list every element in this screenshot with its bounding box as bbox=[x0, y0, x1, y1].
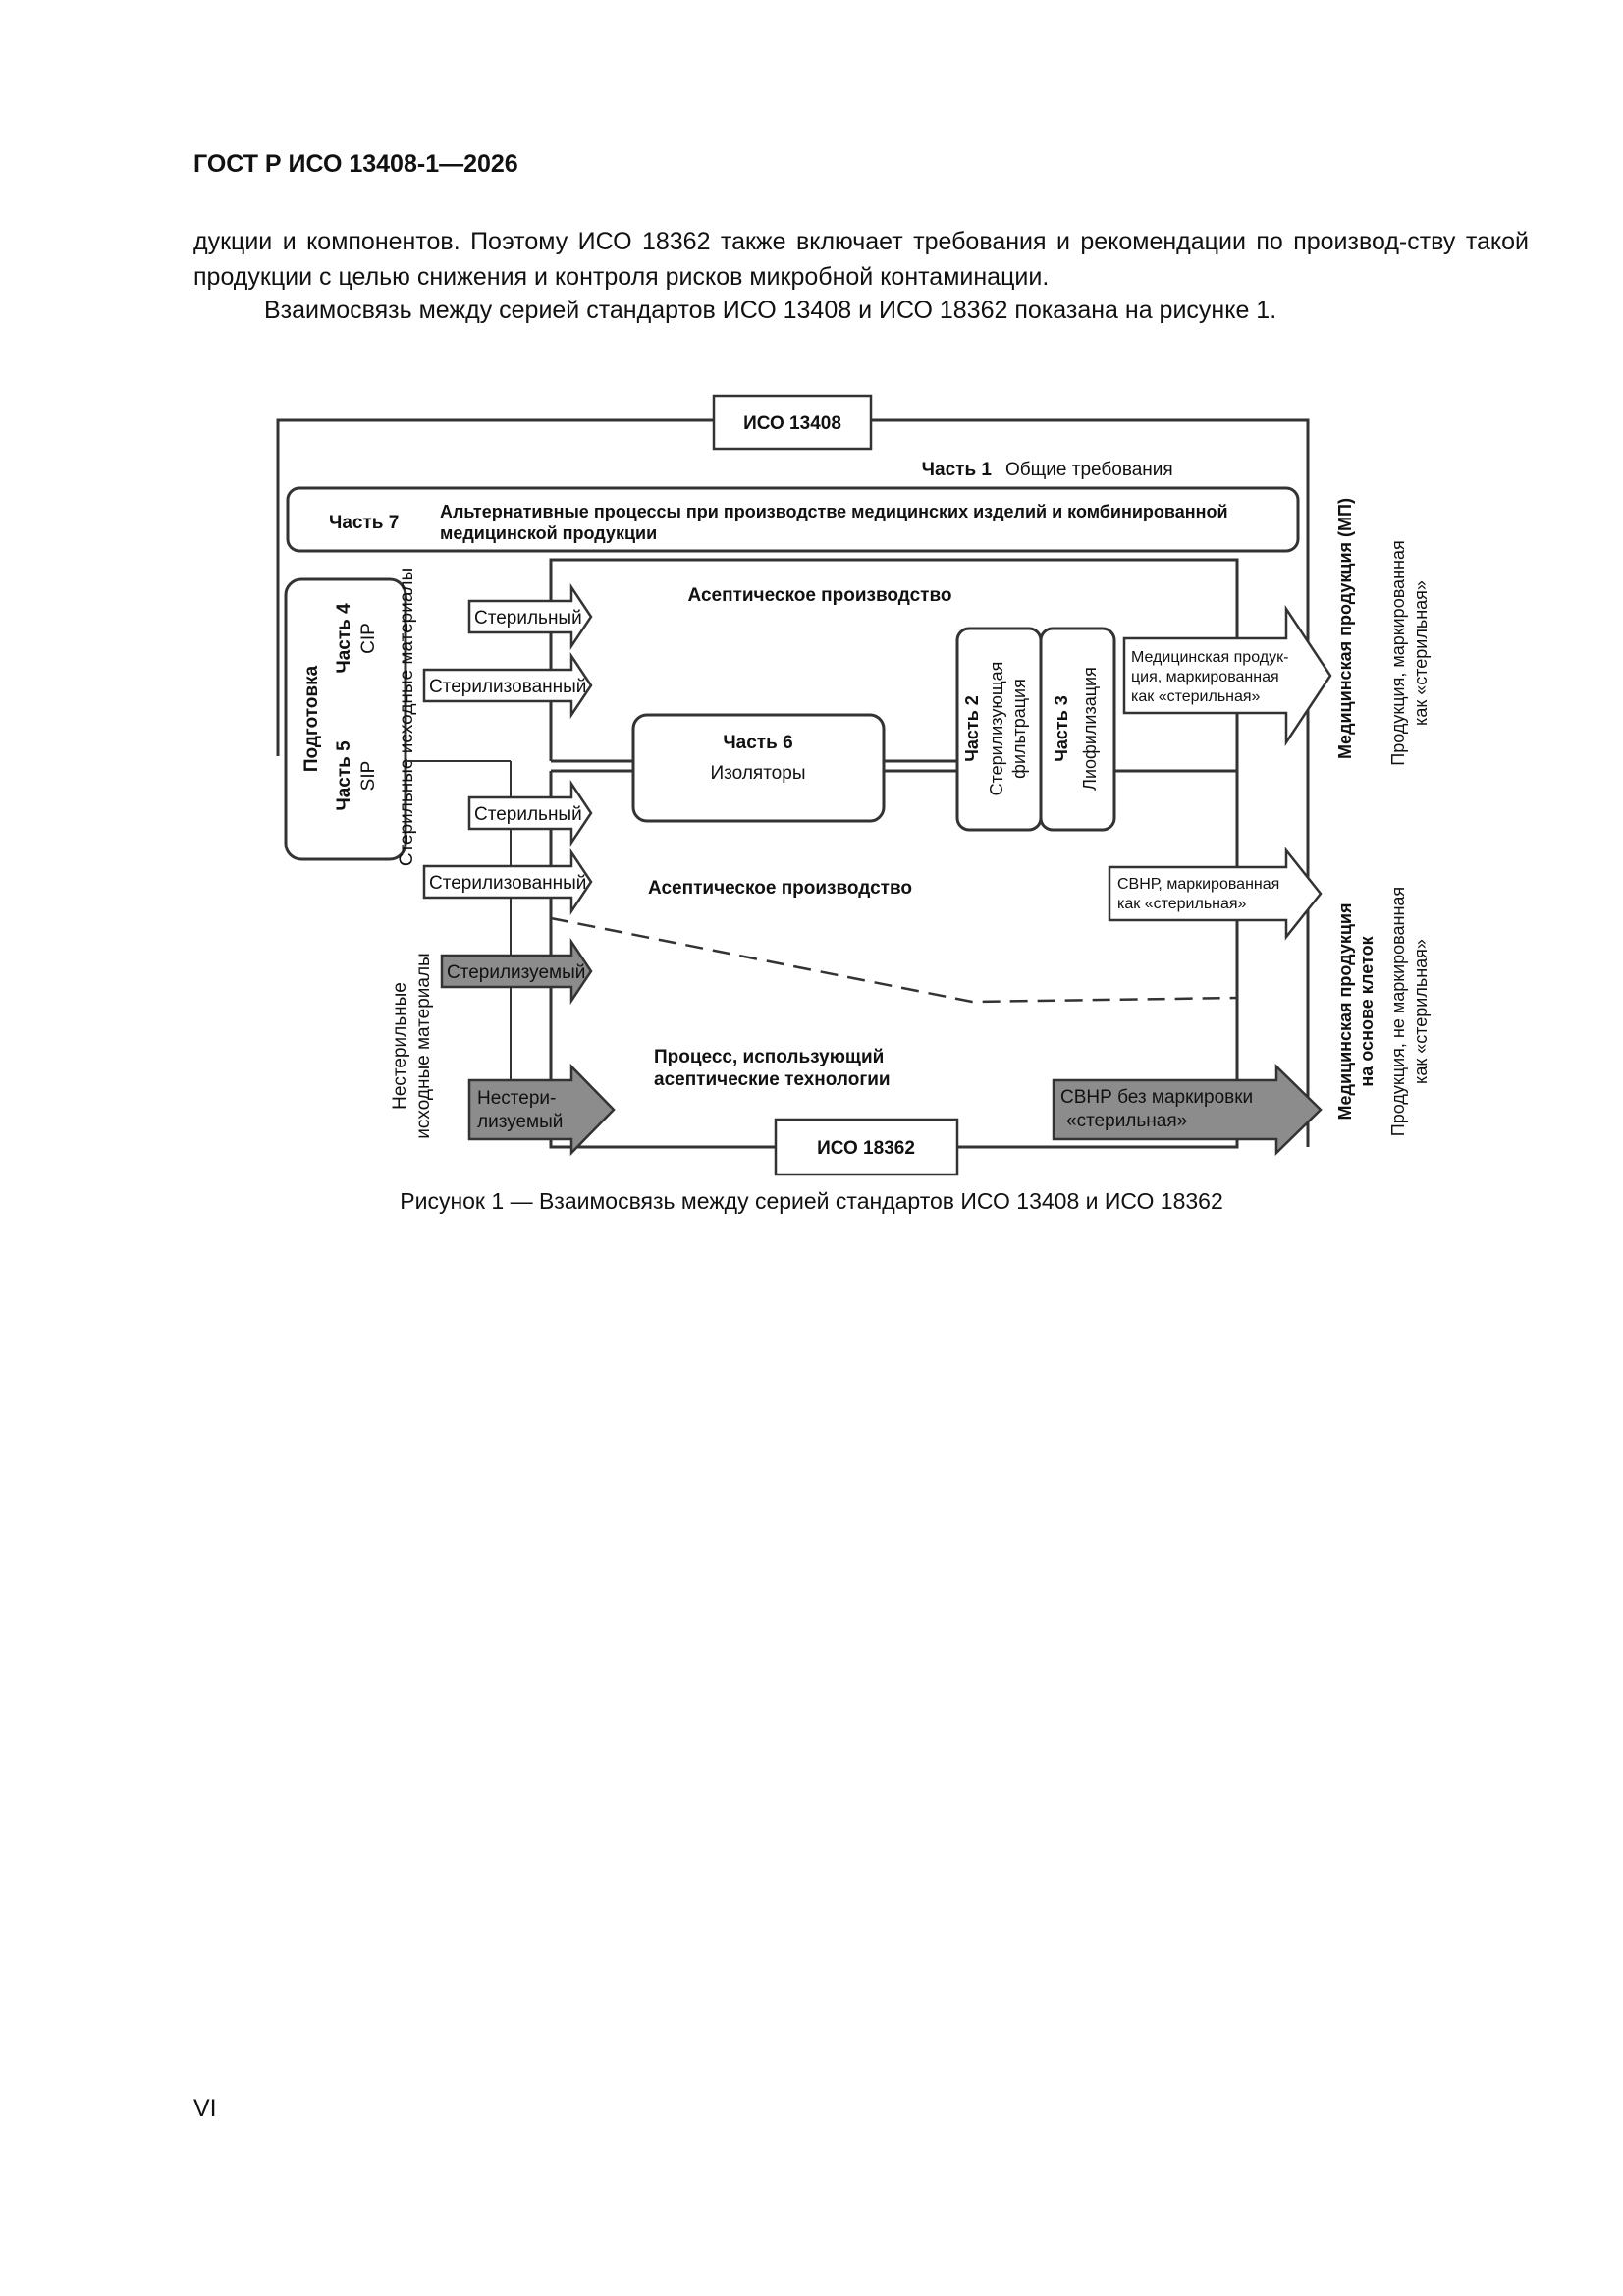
body-paragraph-1: дукции и компонентов. Поэтому ИСО 18362 … bbox=[193, 228, 1529, 291]
right-mp-label: Медицинская продукция (МП) bbox=[1335, 498, 1355, 759]
dashed-boundary bbox=[550, 916, 1238, 1004]
nonsterile-materials-line1: Нестерильные bbox=[390, 982, 410, 1110]
nonsterile-materials-line2: исходные материалы bbox=[413, 953, 434, 1138]
svg-text:лизуемый: лизуемый bbox=[477, 1112, 563, 1132]
part7-box bbox=[286, 486, 1300, 553]
svg-text:ция, маркированная: ция, маркированная bbox=[1131, 669, 1279, 685]
arrow-sterile-top: Стерильный bbox=[467, 582, 593, 651]
svg-text:Стерилизованный: Стерилизованный bbox=[429, 873, 586, 894]
right-mp-sub-2: как «стерильная» bbox=[1411, 580, 1431, 726]
figure-diagram: ИСО 13408 Часть 1 Общие требования Часть… bbox=[276, 394, 1431, 1176]
output-arrow-svnr: СВНР, маркированная как «стерильная» bbox=[1108, 847, 1323, 941]
part1-label: Часть 1 bbox=[922, 460, 993, 480]
right-cell-sub-2: как «стерильная» bbox=[1411, 939, 1431, 1084]
arrow-sterilized-top: Стерилизованный bbox=[422, 651, 593, 720]
document-header: ГОСТ Р ИСО 13408-1—2026 bbox=[193, 150, 518, 178]
process-label-2: асептические технологии bbox=[654, 1069, 891, 1090]
part5-text: SIP bbox=[358, 761, 379, 792]
iso13408-box bbox=[712, 394, 873, 451]
part6-text: Изоляторы bbox=[711, 763, 806, 784]
part3-text: Лиофилизация bbox=[1080, 667, 1100, 791]
output-arrow-svnr-unlabeled: СВНР без маркировки «стерильная» bbox=[1052, 1064, 1323, 1156]
process-label-1: Процесс, использующий bbox=[654, 1047, 884, 1067]
aseptic-top-label: Асептическое производство bbox=[687, 585, 951, 606]
part5-label: Часть 5 bbox=[334, 740, 354, 811]
arrow-nonsterilizable: Нестери- лизуемый bbox=[467, 1063, 616, 1157]
arrow-sterile-mid: Стерильный bbox=[467, 779, 593, 847]
page-number: VI bbox=[193, 2095, 217, 2122]
sterile-materials-label: Стерильные исходные материалы bbox=[397, 568, 417, 866]
part7-label: Часть 7 bbox=[329, 513, 399, 533]
svg-text:Стерилизованный: Стерилизованный bbox=[429, 677, 586, 697]
part7-text-2: медицинской продукции bbox=[440, 523, 657, 543]
svg-text:как «стерильная»: как «стерильная» bbox=[1117, 896, 1247, 912]
part1-text: Общие требования bbox=[1005, 460, 1173, 480]
svg-text:как «стерильная»: как «стерильная» bbox=[1131, 688, 1261, 705]
part7-text-1: Альтернативные процессы при производстве… bbox=[440, 502, 1228, 521]
part2-label: Часть 2 bbox=[962, 695, 982, 762]
part6-box bbox=[631, 713, 886, 823]
right-mp-sub-1: Продукция, маркированная bbox=[1388, 540, 1408, 765]
svg-text:Нестери-: Нестери- bbox=[477, 1088, 556, 1109]
part2-text-1: Стерилизующая bbox=[987, 662, 1006, 796]
part4-label: Часть 4 bbox=[334, 603, 354, 674]
svg-text:Стерильный: Стерильный bbox=[474, 804, 582, 825]
svg-text:СВНР без маркировки: СВНР без маркировки bbox=[1060, 1087, 1253, 1108]
part3-label: Часть 3 bbox=[1052, 695, 1071, 762]
aseptic-middle-label: Асептическое производство bbox=[648, 878, 912, 899]
figure-caption: Рисунок 1 — Взаимосвязь между серией ста… bbox=[400, 1188, 1223, 1214]
preparation-label: Подготовка bbox=[301, 665, 322, 772]
part2-text-2: фильтрация bbox=[1009, 679, 1029, 779]
arrow-sterilized-mid: Стерилизованный bbox=[422, 847, 593, 916]
iso18362-box bbox=[774, 1118, 959, 1176]
svg-text:Медицинская продук-: Медицинская продук- bbox=[1131, 649, 1288, 666]
svg-text:Стерилизуемый: Стерилизуемый bbox=[447, 962, 585, 983]
iso18362-label: ИСО 18362 bbox=[817, 1138, 915, 1159]
svg-text:«стерильная»: «стерильная» bbox=[1066, 1111, 1187, 1131]
right-cell-sub-1: Продукция, не маркированная bbox=[1388, 887, 1408, 1136]
right-cell-label-2: на основе клеток bbox=[1357, 935, 1377, 1086]
part6-label: Часть 6 bbox=[723, 733, 792, 753]
iso13408-label: ИСО 13408 bbox=[743, 413, 841, 434]
right-cell-label-1: Медицинская продукция bbox=[1335, 903, 1355, 1121]
part4-text: CIP bbox=[358, 623, 379, 654]
body-paragraph-2: Взаимосвязь между серией стандартов ИСО … bbox=[264, 297, 1277, 324]
preparation-box bbox=[284, 577, 407, 861]
svg-text:Стерильный: Стерильный bbox=[474, 608, 582, 629]
svg-text:СВНР, маркированная: СВНР, маркированная bbox=[1117, 876, 1279, 893]
part3-box bbox=[1039, 627, 1116, 832]
arrow-sterilizable: Стерилизуемый bbox=[440, 937, 593, 1006]
output-arrow-med: Медицинская продук- ция, маркированная к… bbox=[1122, 604, 1332, 747]
